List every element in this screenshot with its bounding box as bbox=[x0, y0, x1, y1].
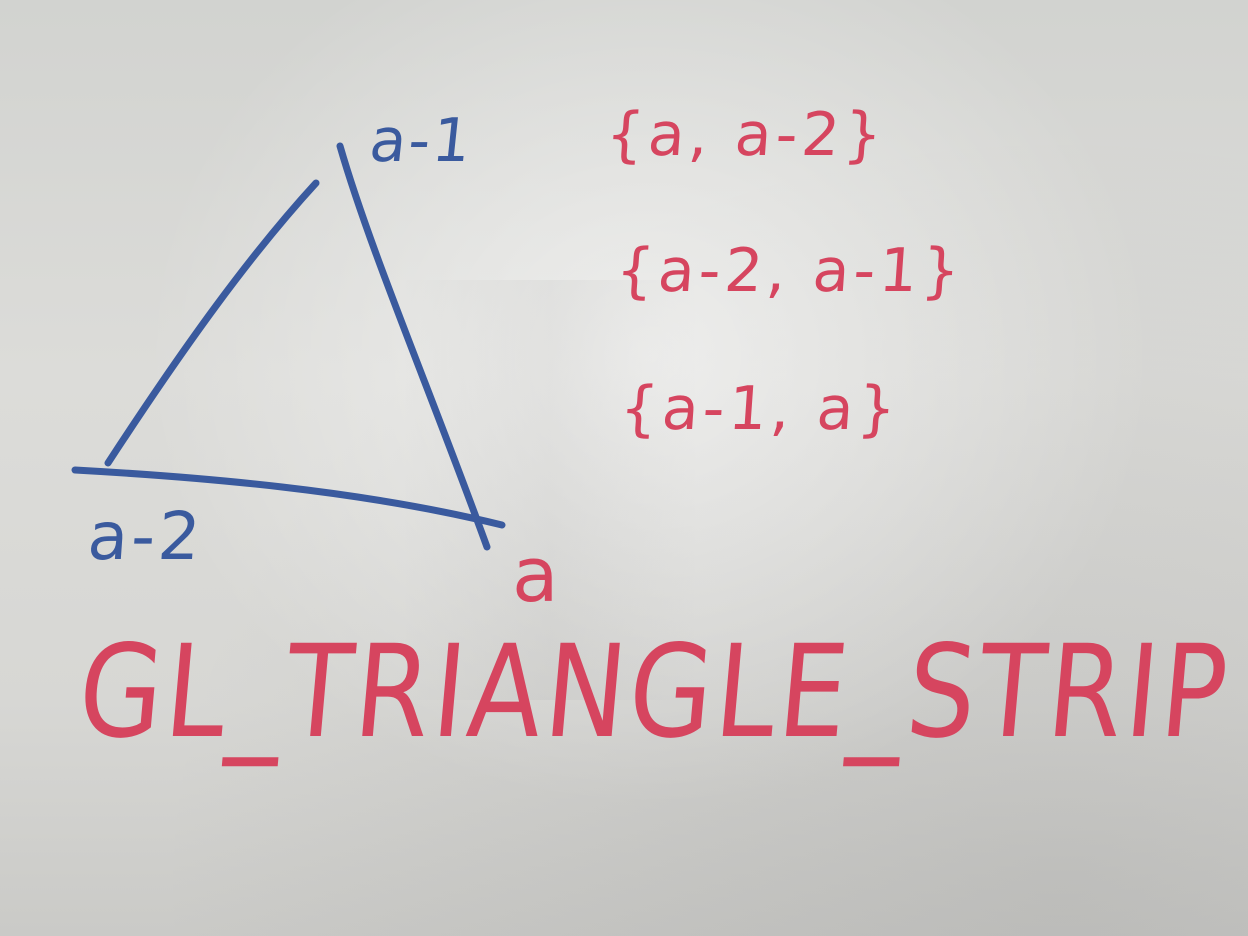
glare-reflection bbox=[400, 280, 700, 700]
triangle-set-3: {a-1, a} bbox=[617, 374, 903, 444]
triangle-set-1: {a, a-2} bbox=[603, 100, 889, 170]
triangle-edge-bottom bbox=[71, 466, 506, 529]
vertex-label-bottom-right: a bbox=[512, 530, 559, 619]
vertex-label-bottom-left: a-2 bbox=[85, 498, 206, 575]
diagram-title: GL_TRIANGLE_STRIP bbox=[72, 618, 1237, 767]
triangle-set-2: {a-2, a-1} bbox=[613, 236, 967, 306]
triangle-edge-left bbox=[104, 179, 320, 467]
vertex-label-top: a-1 bbox=[366, 106, 477, 176]
triangle-edge-right bbox=[336, 142, 491, 551]
